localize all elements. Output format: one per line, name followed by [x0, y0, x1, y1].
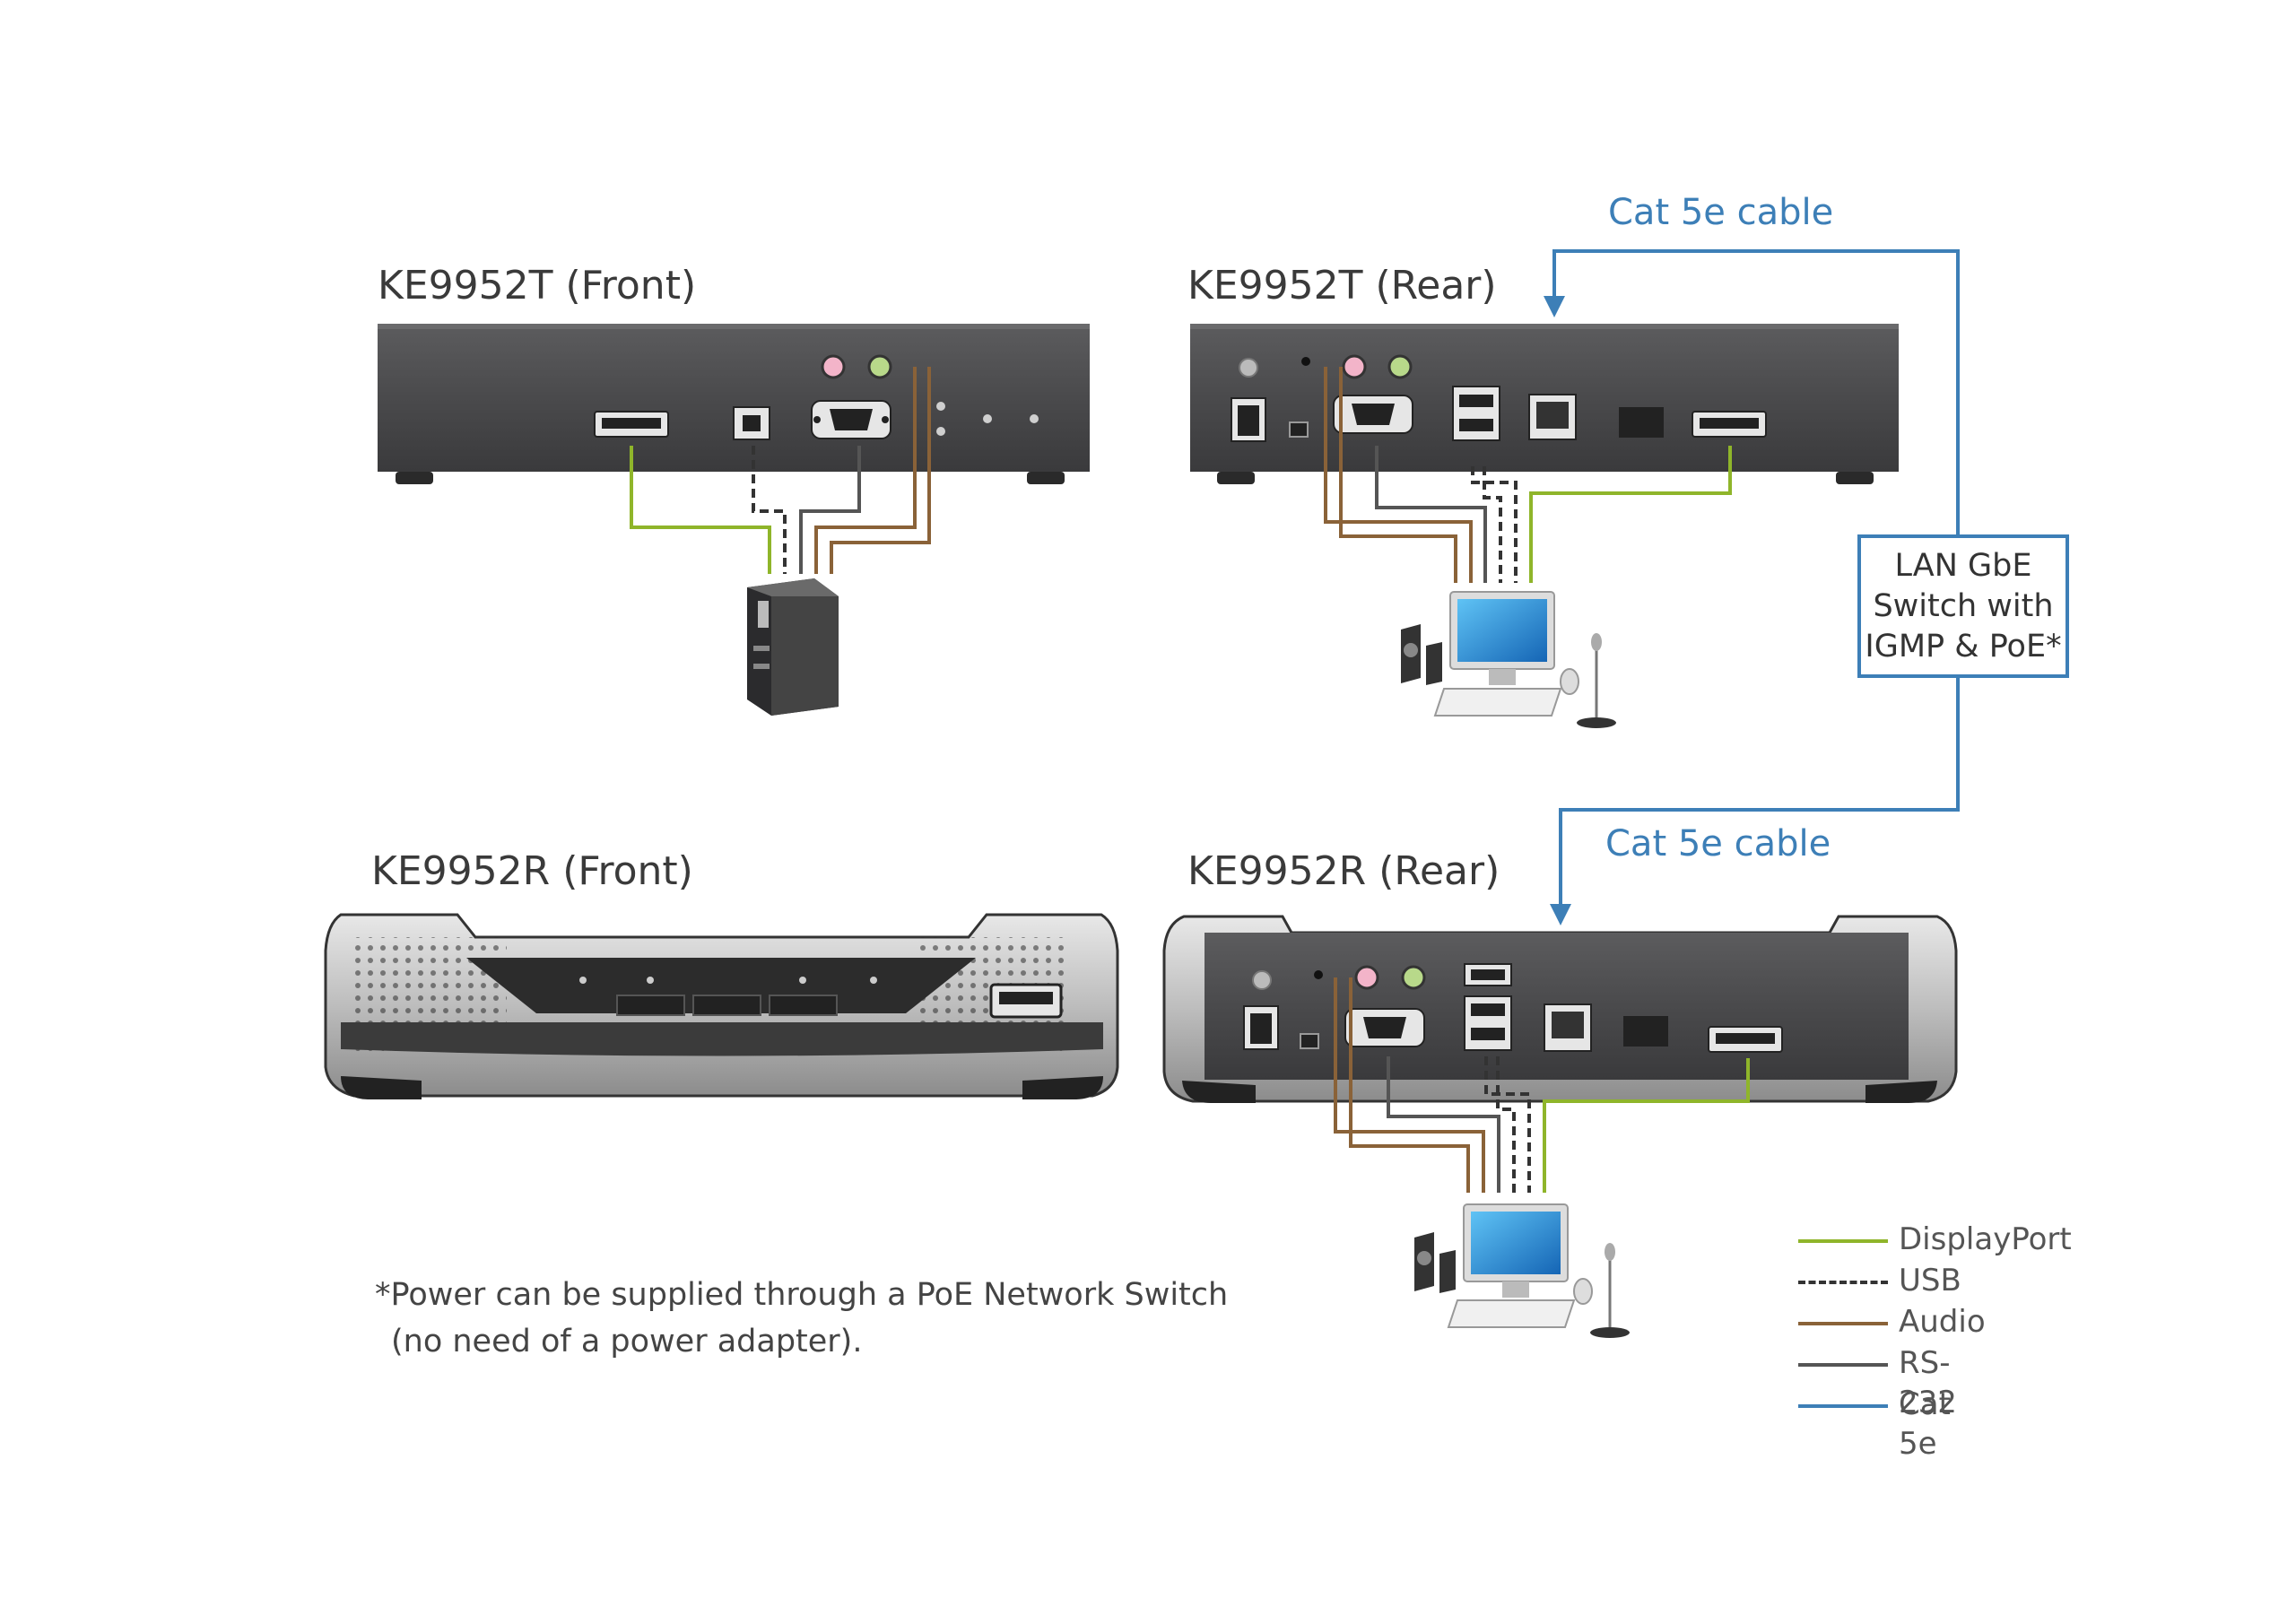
legend-swatch — [1798, 1281, 1888, 1284]
legend-label: DisplayPort — [1899, 1221, 2072, 1257]
usb-a-ports-icon — [1452, 386, 1500, 441]
legend-label: Audio — [1899, 1304, 1986, 1340]
legend-label: Cat 5e — [1899, 1386, 1951, 1462]
ke9952t-front-device — [378, 324, 1090, 484]
legend-swatch — [1798, 1363, 1888, 1367]
switch-label-line1: LAN GbE — [1894, 547, 2032, 584]
ke9952r-rear-device — [1162, 915, 1958, 1103]
mic-jack-icon — [1342, 354, 1367, 379]
legend-swatch — [1798, 1322, 1888, 1325]
speaker-jack-icon — [1401, 965, 1426, 990]
rs232-port-icon — [1333, 395, 1413, 434]
displayport-port-icon — [594, 411, 669, 438]
legend-label: USB — [1899, 1263, 1961, 1299]
lan-switch-box: LAN GbE Switch with IGMP & PoE* — [1857, 534, 2069, 678]
cat5e-cable-label-bottom: Cat 5e cable — [1605, 823, 1831, 864]
legend-swatch — [1798, 1404, 1888, 1408]
switch-label-line3: IGMP & PoE* — [1865, 628, 2062, 665]
workstation-icon — [1414, 1203, 1630, 1338]
mic-jack-icon — [821, 354, 846, 379]
usb-a-ports-icon — [1464, 963, 1512, 1051]
legend-swatch — [1798, 1239, 1888, 1243]
power-footnote: *Power can be supplied through a PoE Net… — [375, 1272, 1228, 1365]
usb-b-port-icon — [733, 406, 770, 440]
tx-front-cables — [630, 367, 931, 574]
rx-front-title: KE9952R (Front) — [371, 848, 693, 894]
sfp-port-icon — [1619, 407, 1664, 438]
rx-rear-cables — [1334, 977, 1750, 1193]
legend-label: RS-232 — [1899, 1345, 1957, 1420]
workstation-icon — [1401, 591, 1616, 728]
usb-a-front-port-icon — [989, 983, 1063, 1019]
power-jack-icon — [1243, 1005, 1279, 1050]
tx-rear-title: KE9952T (Rear) — [1187, 263, 1497, 308]
rs232-port-icon — [811, 400, 891, 439]
rs232-port-icon — [1344, 1008, 1425, 1047]
rx-rear-title: KE9952R (Rear) — [1187, 848, 1500, 894]
ground-screw-icon — [1252, 970, 1272, 990]
footnote-line1: *Power can be supplied through a PoE Net… — [375, 1277, 1229, 1313]
cat5e-cable-label-top: Cat 5e cable — [1608, 192, 1834, 233]
ke9952r-front-device — [324, 913, 1119, 1099]
rj45-port-icon — [1544, 1003, 1592, 1052]
tx-rear-cables — [1324, 367, 1732, 583]
tx-front-title: KE9952T (Front) — [378, 263, 697, 308]
footnote-line2: (no need of a power adapter). — [391, 1324, 863, 1359]
mic-jack-icon — [1354, 965, 1379, 990]
cat5e-cables — [1544, 249, 1960, 925]
rj45-port-icon — [1528, 394, 1577, 440]
ke9952t-rear-device — [1190, 324, 1899, 484]
displayport-port-icon — [1692, 411, 1767, 438]
displayport-port-icon — [1708, 1026, 1783, 1053]
ground-screw-icon — [1239, 358, 1258, 378]
speaker-jack-icon — [867, 354, 892, 379]
sfp-port-icon — [1623, 1016, 1668, 1047]
switch-label-line2: Switch with — [1873, 587, 2054, 624]
pc-tower-icon — [747, 578, 839, 716]
speaker-jack-icon — [1387, 354, 1413, 379]
power-jack-icon — [1231, 397, 1266, 442]
